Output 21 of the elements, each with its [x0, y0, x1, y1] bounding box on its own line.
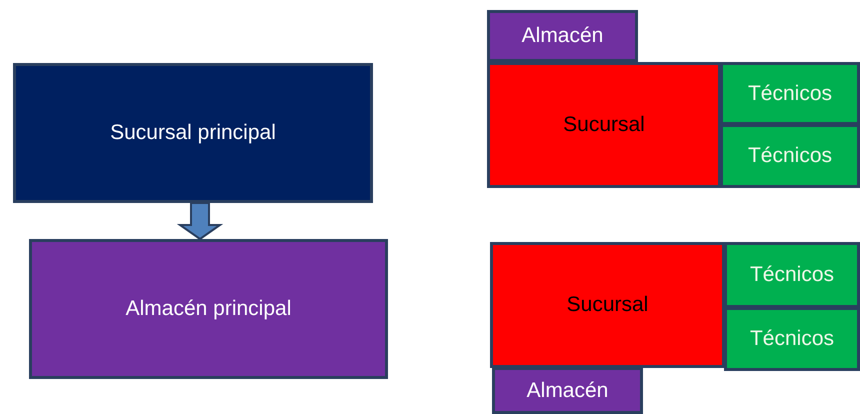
process-box	[487, 10, 638, 62]
box-label: Técnicos	[750, 263, 834, 287]
process-box	[724, 242, 860, 308]
box-label: Técnicos	[748, 82, 832, 106]
process-box	[724, 307, 860, 371]
process-box	[490, 242, 725, 368]
process-box	[29, 239, 388, 379]
box-label: Sucursal	[563, 113, 645, 137]
process-box	[720, 124, 860, 188]
box-label: Almacén principal	[126, 297, 292, 321]
process-box	[720, 62, 860, 125]
process-box	[492, 367, 643, 414]
box-label: Almacén	[522, 24, 604, 48]
box-label: Técnicos	[748, 144, 832, 168]
process-box	[487, 62, 721, 188]
box-label: Almacén	[526, 378, 608, 402]
block-arrow	[176, 202, 224, 240]
box-label: Sucursal	[566, 293, 648, 317]
process-box	[13, 63, 373, 203]
box-label: Sucursal principal	[110, 121, 276, 145]
box-label: Técnicos	[750, 327, 834, 351]
